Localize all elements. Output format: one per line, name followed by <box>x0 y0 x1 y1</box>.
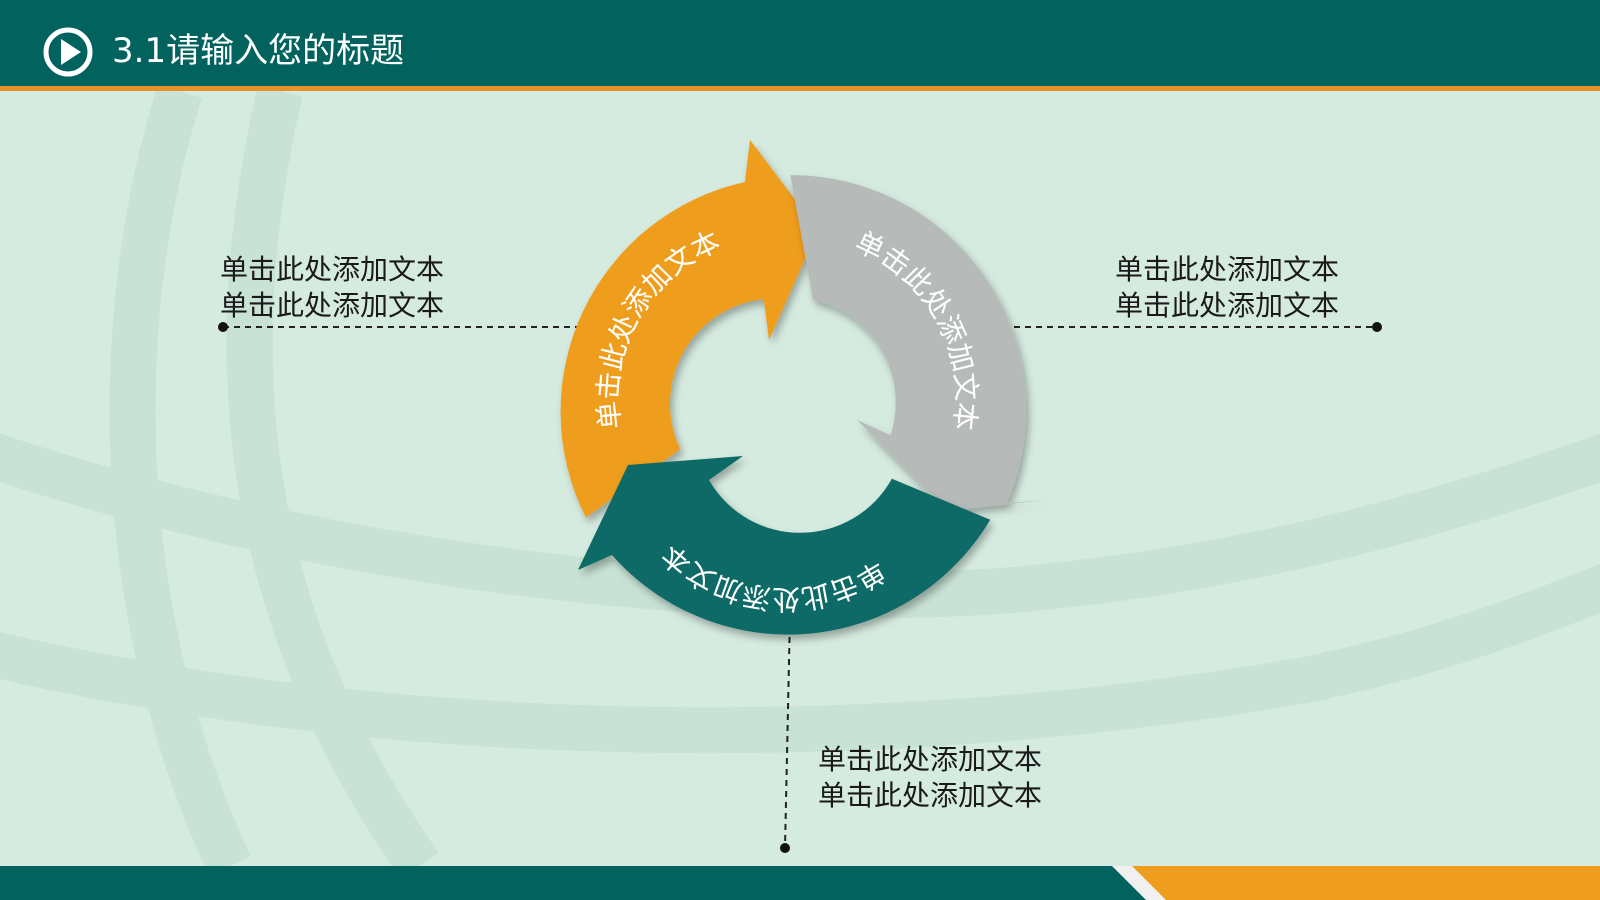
footer-bar <box>0 866 1600 900</box>
connector-dot <box>218 322 228 332</box>
connector-dot <box>780 843 790 853</box>
header-bar: 3.1请输入您的标题 <box>0 0 1600 86</box>
header-accent-line <box>0 86 1600 91</box>
connector-dot <box>1372 322 1382 332</box>
cycle-arrow-gray <box>790 175 1045 511</box>
background-decoration <box>0 91 1600 866</box>
cycle-arrow-orange <box>560 140 818 518</box>
cycle-arrow-teal <box>578 456 991 635</box>
note-right-line-2: 单击此处添加文本 <box>1115 289 1340 322</box>
note-bottom: 单击此处添加文本 单击此处添加文本 <box>818 742 1042 814</box>
play-circle-icon <box>43 27 93 77</box>
connector-line-bottom <box>784 614 791 849</box>
note-bottom-line-2: 单击此处添加文本 <box>818 779 1043 812</box>
note-left-line-2: 单击此处添加文本 <box>220 289 445 322</box>
page-title: 3.1请输入您的标题 <box>112 31 405 71</box>
note-right-line-1: 单击此处添加文本 <box>1115 253 1340 286</box>
note-right: 单击此处添加文本 单击此处添加文本 <box>1115 252 1339 324</box>
note-left-line-1: 单击此处添加文本 <box>220 253 445 286</box>
note-left: 单击此处添加文本 单击此处添加文本 <box>220 252 444 324</box>
note-bottom-line-1: 单击此处添加文本 <box>818 743 1043 776</box>
